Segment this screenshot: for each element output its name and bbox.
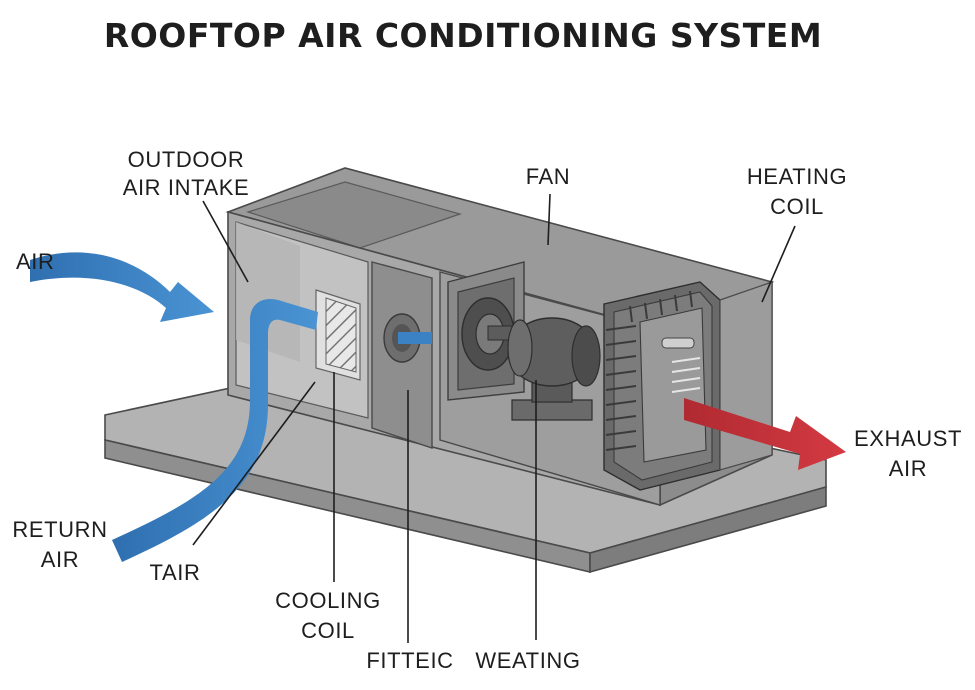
label-outdoor-air-intake-line2: AIR INTAKE	[123, 175, 250, 200]
label-fan: FAN	[526, 164, 571, 189]
leader-lines	[192, 193, 796, 643]
label-exhaust-air-line2: AIR	[889, 456, 927, 481]
label-return-air-line1: RETURN	[12, 517, 107, 542]
label-exhaust-air-line1: EXHAUST	[854, 426, 962, 451]
label-air: AIR	[16, 249, 54, 274]
label-cooling-coil-line1: COOLING	[275, 588, 381, 613]
heating-coil-element	[603, 281, 721, 491]
diagram-title: ROOFTOP AIR CONDITIONING SYSTEM	[104, 16, 822, 55]
return-air-arrow	[112, 298, 318, 562]
label-tair: TAIR	[150, 560, 201, 585]
internal-airflow	[398, 332, 432, 344]
label-cooling-coil-line2: COIL	[301, 618, 355, 643]
label-fitteic: FITTEIC	[366, 648, 453, 673]
label-return-air-line2: AIR	[41, 547, 79, 572]
label-heating-coil-line2: COIL	[770, 194, 824, 219]
label-heating-coil-line1: HEATING	[747, 164, 847, 189]
label-weating: WEATING	[475, 648, 580, 673]
exhaust-air-arrow	[684, 398, 846, 470]
labels: OUTDOOR AIR INTAKE FAN HEATING COIL AIR …	[12, 147, 962, 673]
label-outdoor-air-intake-line1: OUTDOOR	[128, 147, 245, 172]
air-intake-arrow	[30, 252, 214, 322]
